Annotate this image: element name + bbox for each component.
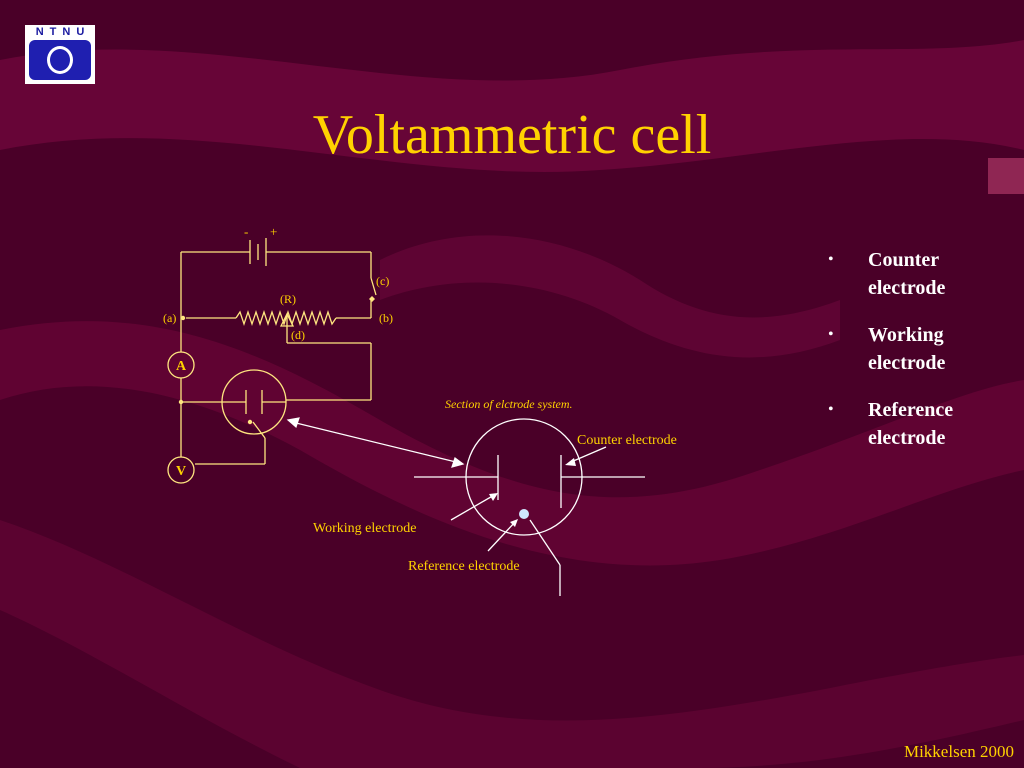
bullet-item: • Reference electrode: [828, 396, 1008, 452]
switch-label-c: (c): [376, 274, 389, 288]
voltmeter-label: V: [176, 464, 186, 479]
node-label-b: (b): [379, 311, 393, 325]
logo-badge: [29, 40, 91, 80]
bullet-dot-icon: •: [828, 326, 834, 343]
bullet-line2: electrode: [868, 427, 946, 449]
bullet-line1: Working: [868, 324, 944, 346]
logo-ring-icon: [47, 46, 73, 74]
wiper-label-d: (d): [291, 328, 305, 342]
bullet-line1: Counter: [868, 249, 940, 271]
battery-plus-label: +: [270, 224, 277, 239]
ammeter-label: A: [176, 359, 187, 374]
node-label-a: (a): [163, 311, 176, 325]
section-caption: Section of elctrode system.: [445, 397, 573, 411]
bullet-list: • Counter electrode • Working electrode …: [828, 246, 1008, 471]
reference-electrode-label: Reference electrode: [408, 559, 520, 574]
bullet-line2: electrode: [868, 352, 946, 374]
logo-text: NTNU: [35, 26, 91, 38]
resistor-label-r: (R): [280, 292, 296, 306]
bullet-item: • Working electrode: [828, 321, 1008, 377]
slide-title: Voltammetric cell: [312, 104, 712, 166]
bullet-item: • Counter electrode: [828, 246, 1008, 302]
bullet-line1: Reference: [868, 399, 954, 421]
counter-electrode-label: Counter electrode: [577, 433, 677, 448]
footer-author: Mikkelsen 2000: [903, 742, 1014, 761]
battery-minus-label: -: [244, 224, 248, 239]
bullet-dot-icon: •: [828, 401, 834, 418]
bullet-dot-icon: •: [828, 251, 834, 268]
working-electrode-label: Working electrode: [313, 521, 416, 536]
ntnu-logo: NTNU: [25, 25, 95, 84]
bullet-line2: electrode: [868, 277, 946, 299]
